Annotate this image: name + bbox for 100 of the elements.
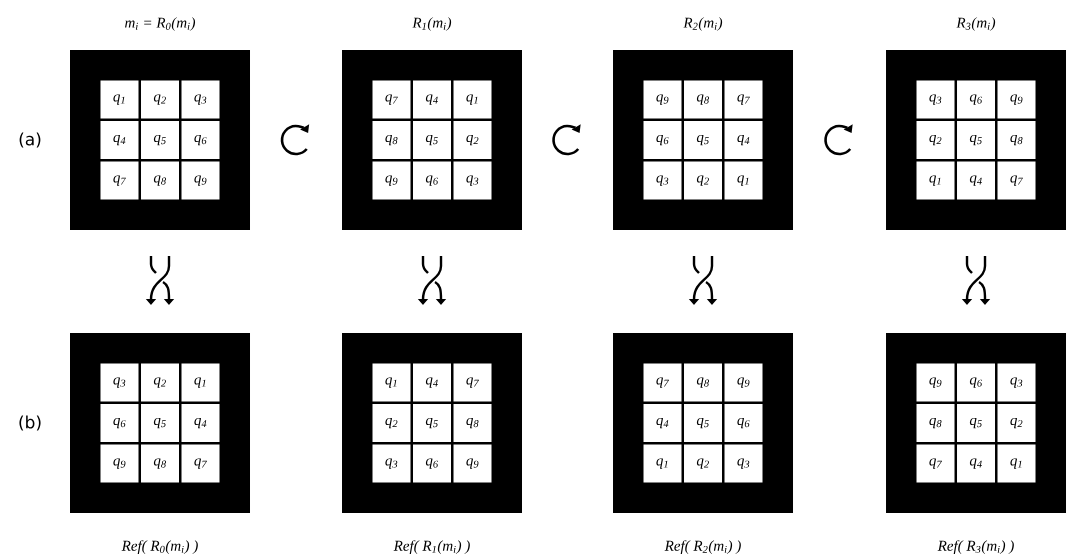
grid-cell: q$_{7}$ — [724, 80, 763, 119]
grid-cell: q$_{1}$ — [643, 444, 682, 483]
grid-cell: q$_{1}$ — [724, 161, 763, 200]
grid-title: R$_{3}$(m$_{i}$) — [956, 17, 996, 31]
node-label: q$_{6}$ — [425, 458, 439, 469]
node-label: q$_{1}$ — [737, 175, 749, 186]
node-label: q$_{1}$ — [113, 94, 125, 105]
node-label: q$_{2}$ — [385, 417, 398, 429]
grid-cell: q$_{5}$ — [141, 404, 179, 442]
node-label: q$_{3}$ — [656, 175, 669, 186]
node-label: q$_{9}$ — [737, 377, 750, 388]
grid-cell: q$_{5}$ — [957, 121, 995, 159]
node-label: q$_{1}$ — [929, 175, 941, 186]
node-label: q$_{8}$ — [696, 94, 710, 105]
node-label: q$_{1}$ — [385, 377, 397, 388]
grid-cell: q$_{4}$ — [643, 404, 682, 442]
node-label: q$_{9}$ — [385, 175, 398, 186]
node-label: q$_{9}$ — [1010, 94, 1023, 105]
grid-cell: q$_{9}$ — [643, 80, 682, 119]
node-label: q$_{4}$ — [656, 417, 669, 429]
node-label: q$_{6}$ — [194, 134, 207, 146]
grid-cell: q$_{4}$ — [957, 444, 995, 483]
grid-cell: q$_{6}$ — [957, 363, 995, 402]
node-label: q$_{6}$ — [737, 417, 750, 429]
node-label: q$_{2}$ — [1010, 417, 1023, 429]
node-label: q$_{3}$ — [385, 458, 398, 469]
grid-title: m$_{i}$ = R$_{0}$(m$_{i}$) — [125, 17, 196, 31]
grid-cell: q$_{9}$ — [453, 444, 492, 483]
node-label: q$_{3}$ — [737, 458, 750, 469]
grid-cell: q$_{4}$ — [181, 404, 220, 442]
grid-cell: q$_{7}$ — [100, 161, 139, 200]
grid-cell: q$_{8}$ — [684, 80, 722, 119]
grid-cell: q$_{4}$ — [413, 363, 451, 402]
node-label: q$_{6}$ — [969, 377, 983, 388]
grid-cell: q$_{2}$ — [141, 80, 179, 119]
node-label: q$_{4}$ — [425, 94, 438, 105]
grid-cell: q$_{7}$ — [181, 444, 220, 483]
node-label: q$_{1}$ — [1010, 458, 1022, 469]
node-label: q$_{7}$ — [656, 377, 669, 388]
grid-cell: q$_{3}$ — [372, 444, 411, 483]
grid-cell: q$_{9}$ — [372, 161, 411, 200]
node-label: q$_{4}$ — [969, 458, 982, 469]
node-label: q$_{6}$ — [113, 417, 126, 429]
node-label: q$_{6}$ — [425, 175, 439, 186]
node-label: q$_{9}$ — [113, 458, 126, 469]
grid-cell: q$_{5}$ — [413, 404, 451, 442]
grid-cell: q$_{1}$ — [372, 363, 411, 402]
node-label: q$_{3}$ — [113, 377, 126, 388]
node-label: q$_{8}$ — [696, 377, 710, 388]
node-label: q$_{2}$ — [929, 134, 942, 146]
grid-cell: q$_{3}$ — [724, 444, 763, 483]
grid-cell: q$_{7}$ — [372, 80, 411, 119]
grid-cell: q$_{6}$ — [413, 444, 451, 483]
grid-cell: q$_{3}$ — [643, 161, 682, 200]
node-label: q$_{8}$ — [153, 458, 167, 469]
grid-cell: q$_{8}$ — [372, 121, 411, 159]
node-label: q$_{7}$ — [1010, 175, 1023, 186]
node-label: q$_{4}$ — [425, 377, 438, 388]
grid-cell: q$_{1}$ — [997, 444, 1036, 483]
node-label: q$_{9}$ — [466, 458, 479, 469]
grid-cell: q$_{4}$ — [413, 80, 451, 119]
grid-cell: q$_{2}$ — [997, 404, 1036, 442]
node-label: q$_{7}$ — [737, 94, 750, 105]
node-label: q$_{2}$ — [153, 377, 166, 388]
node-label: q$_{7}$ — [466, 377, 479, 388]
grid-cell: q$_{7}$ — [643, 363, 682, 402]
grid-title: R$_{1}$(m$_{i}$) — [412, 17, 452, 31]
grid-cell: q$_{3}$ — [916, 80, 955, 119]
grid-cell: q$_{5}$ — [684, 121, 722, 159]
grid-cell: q$_{8}$ — [916, 404, 955, 442]
grid-cell: q$_{8}$ — [684, 363, 722, 402]
grid-title: R$_{2}$(m$_{i}$) — [683, 17, 723, 31]
node-label: q$_{7}$ — [929, 458, 942, 469]
node-label: q$_{3}$ — [929, 94, 942, 105]
grid-cell: q$_{1}$ — [916, 161, 955, 200]
node-label: q$_{8}$ — [929, 417, 942, 429]
node-label: q$_{1}$ — [194, 377, 206, 388]
node-label: q$_{6}$ — [656, 134, 669, 146]
grid-title: Ref( R$_{2}$(m$_{i}$) ) — [664, 540, 741, 554]
grid-cell: q$_{6}$ — [724, 404, 763, 442]
node-label: q$_{3}$ — [1010, 377, 1023, 388]
grid-cell: q$_{2}$ — [453, 121, 492, 159]
node-label: q$_{4}$ — [969, 175, 982, 186]
node-label: q$_{7}$ — [113, 175, 126, 186]
grid-cell: q$_{9}$ — [724, 363, 763, 402]
node-label: q$_{2}$ — [696, 458, 709, 469]
node-label: q$_{8}$ — [385, 134, 398, 146]
node-label: q$_{3}$ — [194, 94, 207, 105]
node-label: q$_{3}$ — [466, 175, 479, 186]
node-label: q$_{7}$ — [385, 94, 398, 105]
node-label: q$_{1}$ — [656, 458, 668, 469]
grid-title: Ref( R$_{0}$(m$_{i}$) ) — [121, 540, 198, 554]
grid-cell: q$_{1}$ — [181, 363, 220, 402]
node-label: q$_{2}$ — [696, 175, 709, 186]
node-label: q$_{7}$ — [194, 458, 207, 469]
grid-cell: q$_{4}$ — [724, 121, 763, 159]
node-label: q$_{2}$ — [153, 94, 166, 105]
grid-cell: q$_{5}$ — [957, 404, 995, 442]
grid-cell: q$_{7}$ — [916, 444, 955, 483]
grid-cell: q$_{2}$ — [372, 404, 411, 442]
